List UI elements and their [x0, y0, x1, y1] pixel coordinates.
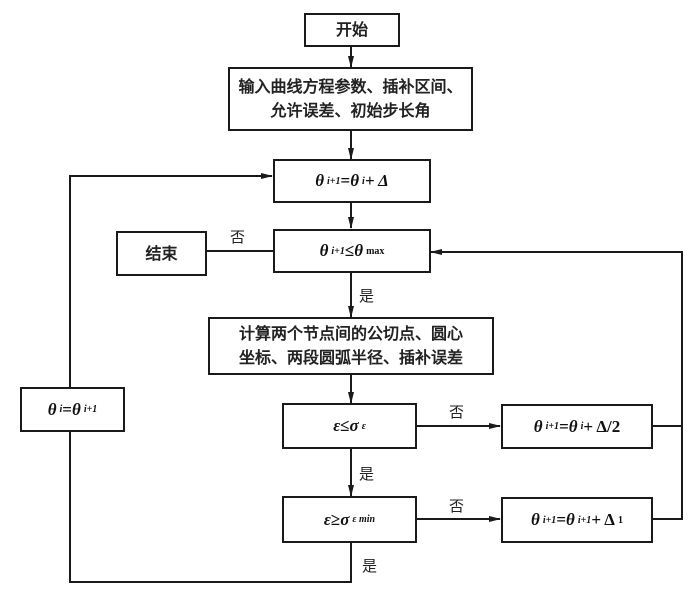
edge-delta1-back: [430, 249, 683, 520]
theta-symbol: θ: [350, 171, 360, 190]
subscript: ε: [361, 420, 366, 432]
epsilon-symbol: ε: [333, 416, 341, 435]
subscript: i+1: [83, 404, 98, 415]
start-node: 开始: [304, 13, 400, 47]
theta-symbol: θ: [71, 399, 81, 419]
subscript: ε min: [352, 514, 376, 525]
sigma-symbol: σ: [349, 416, 359, 435]
edge-yes-loop: [69, 431, 352, 583]
input-line1: 输入曲线方程参数、插补区间、: [238, 77, 463, 96]
compute-node: 计算两个节点间的公切点、圆心 坐标、两段圆弧半径、插补误差: [208, 317, 494, 375]
theta-symbol: θ: [354, 241, 364, 260]
end-label: 结束: [145, 243, 178, 263]
expression-rest: + Δ: [364, 171, 389, 190]
theta-symbol: θ: [315, 171, 325, 190]
subscript: i+1: [331, 245, 345, 257]
label-yes-compute: 是: [359, 287, 375, 305]
subscript: i+1: [577, 514, 592, 526]
compute-line1: 计算两个节点间的公切点、圆心: [238, 324, 463, 343]
subscript: i+1: [545, 421, 560, 432]
operator: ≤: [344, 241, 355, 260]
operator: =: [62, 399, 72, 419]
theta-symbol: θ: [531, 510, 540, 529]
label-yes-min: 是: [359, 465, 375, 483]
theta-symbol: θ: [319, 241, 329, 260]
operator: =: [556, 510, 566, 529]
label-yes-loop: 是: [362, 557, 378, 575]
theta-symbol: θ: [566, 510, 575, 529]
subscript: 1: [617, 514, 623, 526]
label-no-half: 否: [449, 403, 465, 421]
theta-symbol: θ: [568, 416, 578, 436]
edge-assign-update: [69, 173, 273, 387]
operator: =: [559, 416, 569, 436]
input-node: 输入曲线方程参数、插补区间、 允许误差、初始步长角: [228, 67, 473, 131]
expression-rest: + Δ/2: [583, 416, 621, 436]
subscript: i+1: [542, 514, 557, 526]
subscript: i: [580, 421, 584, 432]
expression-rest: + Δ: [591, 510, 615, 529]
label-no-delta1: 否: [449, 497, 465, 515]
subscript: i+1: [327, 175, 341, 187]
label-no-end: 否: [230, 228, 246, 246]
operator: =: [340, 171, 351, 190]
operator: ≤: [340, 416, 350, 435]
subscript: i: [362, 175, 365, 187]
end-node: 结束: [116, 231, 207, 276]
sigma-symbol: σ: [340, 509, 350, 529]
theta-symbol: θ: [47, 399, 57, 419]
operator: ≥: [330, 509, 341, 529]
subscript: i: [59, 404, 63, 415]
input-line2: 允许误差、初始步长角: [270, 101, 431, 120]
subscript: max: [366, 245, 385, 257]
compute-line2: 坐标、两段圆弧半径、插补误差: [238, 348, 463, 367]
start-label: 开始: [335, 20, 368, 39]
epsilon-symbol: ε: [323, 509, 331, 529]
theta-symbol: θ: [533, 416, 543, 436]
